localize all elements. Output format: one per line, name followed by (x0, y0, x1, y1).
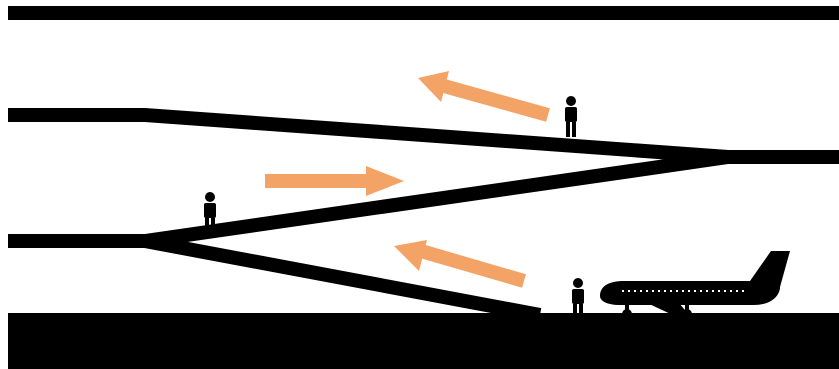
airplane-windows (622, 290, 744, 292)
arrow-lower (394, 240, 526, 288)
ground-bar (8, 313, 839, 369)
airplane-icon (600, 251, 790, 319)
upper-ramp (8, 108, 839, 164)
person-upper (565, 96, 577, 137)
arrow-middle (265, 166, 404, 196)
ceiling-bar (8, 6, 839, 20)
arrow-upper (418, 71, 550, 122)
person-lower (572, 278, 584, 319)
person-middle (204, 192, 216, 233)
lower-ramp (143, 234, 542, 322)
